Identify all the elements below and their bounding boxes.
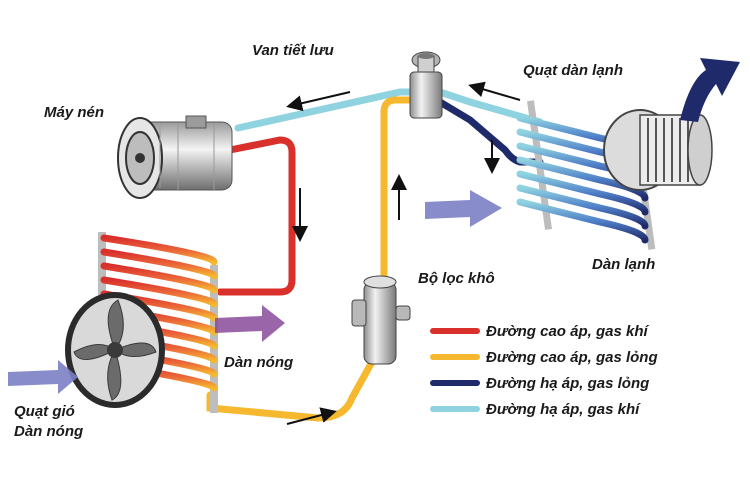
legend-swatch <box>430 406 480 412</box>
low-pressure-gas-pipe-evap <box>436 88 544 126</box>
legend-item-low-pressure-gas: Đường hạ áp, gas khí <box>430 396 658 422</box>
legend-swatch <box>430 380 480 386</box>
airflow-out-arrow-evaporator <box>680 58 740 122</box>
compressor <box>117 115 233 199</box>
legend-label: Đường cao áp, gas lỏng <box>486 348 658 366</box>
airflow-in-arrow-evaporator <box>425 190 502 227</box>
evaporator-blower <box>603 109 713 191</box>
condenser-fan-label-line1: Quạt gió <box>14 403 75 420</box>
flow-arrows <box>286 81 521 425</box>
legend-label: Đường hạ áp, gas khí <box>486 400 640 418</box>
receiver-drier-label: Bộ lọc khô <box>418 270 495 287</box>
low-pressure-gas-pipe <box>234 88 416 132</box>
airflow-out-arrow-condenser <box>215 305 285 342</box>
legend-swatch <box>430 328 480 334</box>
legend-item-high-pressure-gas: Đường cao áp, gas khí <box>430 318 658 344</box>
condenser-fan-label-line2: Dàn nóng <box>14 423 84 440</box>
evaporator-coil <box>516 100 656 250</box>
expansion-valve <box>409 51 443 119</box>
legend-item-low-pressure-liquid: Đường hạ áp, gas lỏng <box>430 370 658 396</box>
airflow-in-arrow-condenser <box>8 360 78 394</box>
evaporator-fan-label: Quạt dàn lạnh <box>523 62 624 79</box>
condenser-fan <box>65 292 165 408</box>
legend: Đường cao áp, gas khí Đường cao áp, gas … <box>430 318 658 422</box>
compressor-label: Máy nén <box>44 104 105 121</box>
receiver-drier <box>351 275 411 365</box>
high-pressure-liquid-pipe <box>206 358 376 422</box>
legend-swatch <box>430 354 480 360</box>
legend-label: Đường cao áp, gas khí <box>486 322 648 340</box>
high-pressure-gas-pipe <box>216 136 296 296</box>
legend-item-high-pressure-liquid: Đường cao áp, gas lỏng <box>430 344 658 370</box>
evaporator-label: Dàn lạnh <box>592 256 656 273</box>
legend-label: Đường hạ áp, gas lỏng <box>486 374 650 392</box>
expansion-valve-label: Van tiết lưu <box>252 42 334 59</box>
high-pressure-liquid-pipe-up <box>380 96 416 284</box>
condenser-label: Dàn nóng <box>224 354 294 371</box>
